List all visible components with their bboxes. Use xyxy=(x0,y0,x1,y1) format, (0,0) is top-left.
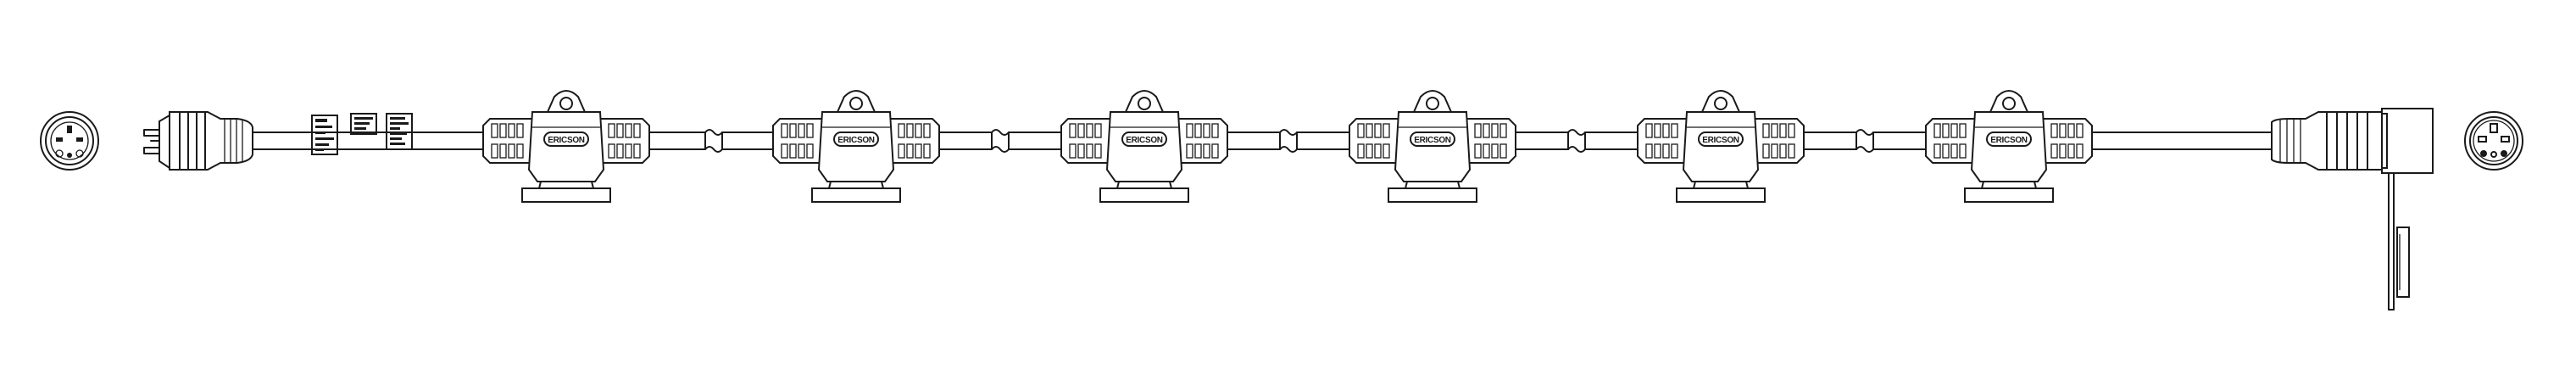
outlet-base xyxy=(1099,187,1189,203)
cable-break-symbol xyxy=(1279,129,1298,153)
hang-hole xyxy=(1426,97,1439,110)
brand-label: ERICSON xyxy=(548,136,585,145)
hang-hole xyxy=(1714,97,1728,110)
cable-tag xyxy=(350,113,377,135)
connector-cap xyxy=(2388,172,2410,310)
tap-outlet: ERICSON xyxy=(1060,90,1228,203)
brand-badge xyxy=(543,131,589,147)
cable-break-symbol xyxy=(1855,129,1874,153)
tap-outlet: ERICSON xyxy=(1925,90,2093,203)
cable-tag xyxy=(311,115,338,155)
cable-break-symbol xyxy=(704,129,723,153)
female-connector-with-cap xyxy=(2271,108,2434,310)
outlet-base xyxy=(1676,187,1766,203)
outlet-base xyxy=(521,187,611,203)
hang-hole xyxy=(1138,97,1151,110)
outlet-base xyxy=(1388,187,1477,203)
plug-face-view xyxy=(40,111,99,171)
brand-label: ERICSON xyxy=(837,136,875,145)
brand-label: ERICSON xyxy=(1414,136,1451,145)
brand-badge xyxy=(1410,131,1455,147)
brand-badge xyxy=(1986,131,2032,147)
cable-break-symbol xyxy=(991,129,1010,153)
brand-label: ERICSON xyxy=(1126,136,1163,145)
hang-hole xyxy=(2002,97,2016,110)
cable-break-symbol xyxy=(1567,129,1586,153)
plug-grip-ribs xyxy=(179,111,243,171)
outlet-base xyxy=(1964,187,2054,203)
brand-badge xyxy=(833,131,879,147)
brand-label: ERICSON xyxy=(1990,136,2028,145)
male-plug-connector xyxy=(143,111,253,171)
tap-outlet: ERICSON xyxy=(482,90,650,203)
tap-outlet: ERICSON xyxy=(1637,90,1805,203)
tap-outlets: ERICSON ERICSON ERICSON ERICSON ERICSON ERICS… xyxy=(482,90,2093,203)
hang-hole xyxy=(849,97,863,110)
hang-hole xyxy=(559,97,573,110)
receptacle-face-view xyxy=(2464,111,2523,171)
brand-badge xyxy=(1121,131,1167,147)
outlet-base xyxy=(811,187,901,203)
brand-badge xyxy=(1698,131,1744,147)
connector-grip-ribs xyxy=(2279,111,2368,171)
tap-outlet: ERICSON xyxy=(1349,90,1516,203)
tap-outlet: ERICSON xyxy=(772,90,940,203)
brand-label: ERICSON xyxy=(1702,136,1739,145)
cable-tags xyxy=(311,113,413,155)
